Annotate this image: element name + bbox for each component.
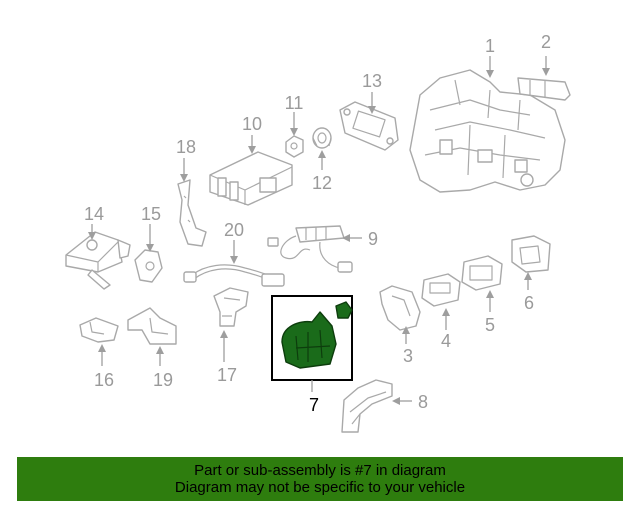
callout-4: 4 [441, 331, 451, 351]
callout-6: 6 [524, 293, 534, 313]
callout-3: 3 [403, 346, 413, 366]
part-17-clip[interactable] [213, 287, 249, 327]
part-9-harness[interactable] [267, 225, 353, 273]
part-4-relay[interactable] [421, 273, 461, 307]
callout-19: 19 [153, 370, 173, 390]
part-7-highlighted-module[interactable] [271, 295, 353, 381]
part-14-sensor-bracket[interactable] [65, 231, 131, 290]
part-8-wiring-guide[interactable] [341, 379, 393, 433]
part-19-bracket[interactable] [127, 307, 177, 345]
part-18-bracket[interactable] [177, 179, 207, 247]
part-3-bracket[interactable] [379, 285, 421, 331]
part-15-sensor[interactable] [134, 249, 163, 283]
callout-1: 1 [485, 36, 495, 56]
part-10-module[interactable] [209, 151, 293, 206]
callout-8: 8 [418, 392, 428, 412]
callout-labels: 1 2 3 4 5 6 7 8 9 10 11 12 13 14 15 16 1… [84, 32, 551, 415]
leader-lines [88, 56, 550, 405]
part-5-relay[interactable] [461, 255, 503, 291]
banner-line-2: Diagram may not be specific to your vehi… [174, 479, 466, 496]
part-16-bracket[interactable] [79, 317, 119, 343]
callout-7: 7 [309, 395, 319, 415]
part-12-grommet[interactable] [312, 127, 332, 149]
info-banner: Part or sub-assembly is #7 in diagram Di… [17, 457, 623, 501]
callout-9: 9 [368, 229, 378, 249]
part-6-connector-housing[interactable] [511, 235, 551, 273]
callout-12: 12 [312, 173, 332, 193]
part-1-main-bracket[interactable] [409, 69, 566, 193]
callout-20: 20 [224, 220, 244, 240]
part-20-wire-harness[interactable] [183, 264, 285, 287]
callout-17: 17 [217, 365, 237, 385]
callout-18: 18 [176, 137, 196, 157]
callout-13: 13 [362, 71, 382, 91]
callout-16: 16 [94, 370, 114, 390]
callout-10: 10 [242, 114, 262, 134]
callout-15: 15 [141, 204, 161, 224]
part-13-mounting-plate[interactable] [339, 101, 399, 151]
callout-5: 5 [485, 315, 495, 335]
part-2-connector[interactable] [517, 77, 571, 101]
callout-14: 14 [84, 204, 104, 224]
callout-11: 11 [285, 93, 304, 113]
parts-diagram: 1 2 3 4 5 6 7 8 9 10 11 12 13 14 15 16 1… [65, 32, 571, 433]
banner-line-1: Part or sub-assembly is #7 in diagram [194, 462, 446, 479]
part-11-nut[interactable] [285, 135, 304, 158]
callout-2: 2 [541, 32, 551, 52]
